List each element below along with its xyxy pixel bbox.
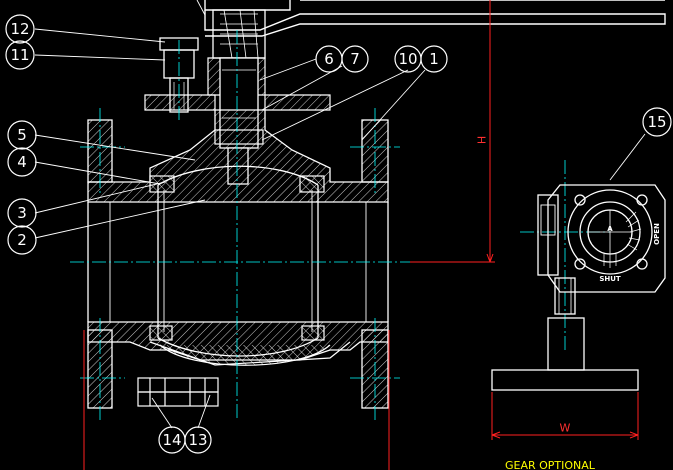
svg-text:12: 12 [10, 20, 29, 38]
gear-dial-open-label: OPEN [653, 223, 661, 245]
centerlines [70, 30, 610, 420]
leader-lines [34, 0, 646, 429]
balloon-3: 3 [7, 198, 37, 228]
svg-text:7: 7 [350, 50, 360, 68]
gear-operator [491, 184, 666, 391]
gear-dial-ticks [603, 211, 642, 268]
svg-text:3: 3 [17, 204, 27, 222]
gear-optional-note: GEAR OPTIONAL [505, 459, 596, 470]
svg-text:5: 5 [17, 126, 27, 144]
balloon-6: 6 [315, 45, 343, 73]
handle-lever [204, 0, 666, 37]
svg-text:1: 1 [429, 50, 439, 68]
svg-text:11: 11 [10, 46, 29, 64]
balloon-10: 10 [394, 45, 422, 73]
balloon-2: 2 [7, 225, 37, 255]
width-dimension-label: W [560, 422, 571, 435]
svg-text:13: 13 [188, 431, 207, 449]
svg-text:14: 14 [162, 431, 181, 449]
height-dimension-label: H [476, 136, 489, 144]
balloon-5: 5 [7, 120, 37, 150]
balloon-1: 1 [420, 45, 448, 73]
gear-dial-shut-label: SHUT [599, 275, 621, 283]
valve-body [87, 109, 389, 409]
balloon-15: 15 [642, 107, 672, 137]
balloon-7: 7 [341, 45, 369, 73]
svg-text:4: 4 [17, 153, 27, 171]
valve-seats [149, 175, 325, 341]
balloon-13: 13 [184, 426, 212, 454]
bottom-bolt [137, 377, 219, 407]
svg-text:15: 15 [647, 113, 666, 131]
stop-plate [144, 94, 331, 111]
gear-dial-center-label: A [607, 225, 613, 233]
svg-text:2: 2 [17, 231, 27, 249]
svg-text:6: 6 [324, 50, 334, 68]
balloon-12: 12 [5, 14, 35, 44]
balloon-4: 4 [7, 147, 37, 177]
stem-nut [212, 9, 266, 59]
dimension-lines [83, 0, 639, 470]
balloon-11: 11 [5, 40, 35, 70]
svg-text:10: 10 [398, 50, 417, 68]
balloon-14: 14 [158, 426, 186, 454]
